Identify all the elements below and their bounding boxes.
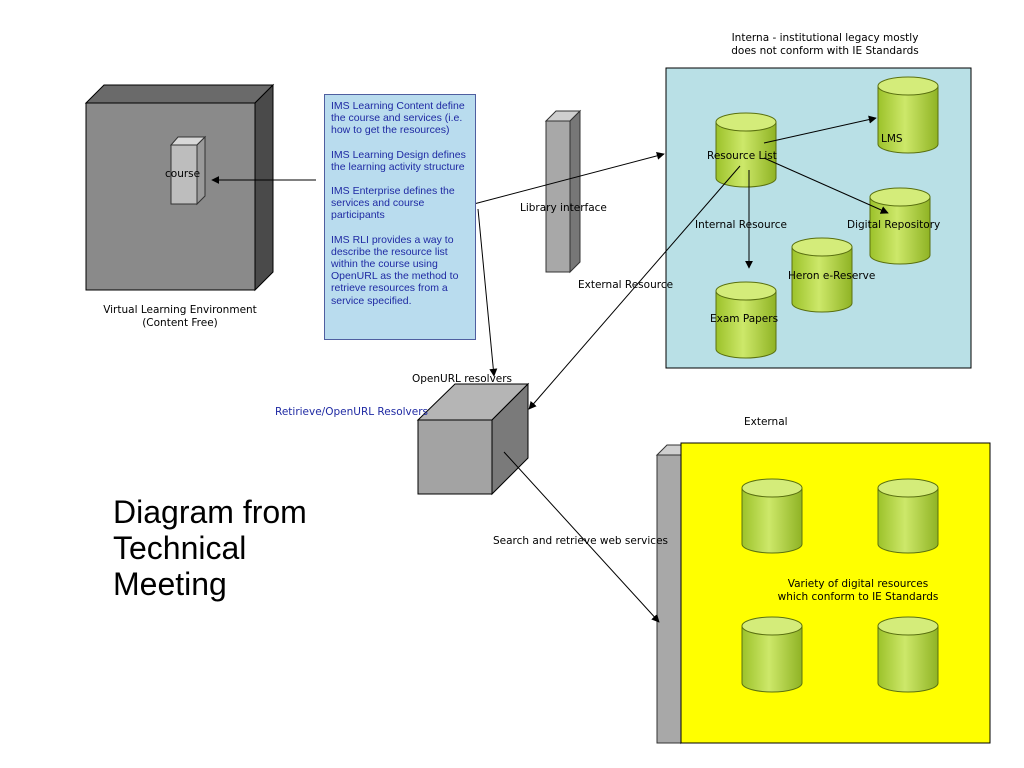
ims-notes-box: IMS Learning Content define the course a… [324,94,476,340]
exam-papers-cylinder [715,281,777,359]
internal-header: Interna - institutional legacy mostly do… [712,32,938,58]
external-description: Variety of digital resources which confo… [760,578,956,604]
vle-label-line1: Virtual Learning Environment [103,304,257,316]
arrow-resourcelist-to-lms [763,115,877,144]
internal-resource-label: Internal Resource [695,219,787,231]
digital-repository-label: Digital Repository [847,219,941,231]
digital-repository-cylinder [869,187,931,265]
internal-header-line1: Interna - institutional legacy mostly [731,32,919,44]
arrow-ims-to-openurl [477,208,498,377]
slide-title: Diagram from Technical Meeting [113,494,307,602]
ims-note-learning-content: IMS Learning Content define the course a… [331,100,465,137]
heron-cylinder [791,237,853,313]
resource-list-cylinder [715,112,777,188]
vle-label-line2: (Content Free) [142,317,218,329]
external-cylinder-3 [741,616,803,693]
vle-label: Virtual Learning Environment (Content Fr… [94,304,266,330]
openurl-resolver-cube [416,382,530,496]
resource-list-label: Resource List [707,150,777,162]
library-interface-pillar [544,109,582,274]
external-desc-line2: which conform to IE Standards [777,591,939,603]
ims-note-rli: IMS RLI provides a way to describe the r… [331,233,459,307]
lms-cylinder [877,76,939,154]
external-cylinder-4 [877,616,939,693]
arrow-openurl-to-external [503,451,660,623]
external-cylinder-2 [877,478,939,554]
external-resource-label: External Resource [578,279,674,291]
external-cylinder-1 [741,478,803,554]
exam-papers-label: Exam Papers [710,313,779,325]
external-desc-line1: Variety of digital resources [787,578,929,590]
search-services-label: Search and retrieve web services [493,535,669,547]
external-header: External [744,416,788,428]
retrieve-openurl-label: Retirieve/OpenURL Resolvers [275,406,428,418]
library-interface-label: Library interface [520,202,607,214]
openurl-resolvers-label: OpenURL resolvers [412,373,513,385]
lms-label: LMS [881,133,903,145]
arrow-resourcelist-to-repository [763,157,889,214]
arrow-ims-to-internal [469,151,665,206]
ims-note-enterprise: IMS Enterprise defines the services and … [331,185,455,222]
internal-header-line2: does not conform with IE Standards [731,45,919,57]
heron-label: Heron e-Reserve [788,270,876,282]
arrow-resourcelist-to-openurl [528,165,741,410]
course-box [169,135,207,206]
course-label: course [165,168,201,180]
ims-note-learning-design: IMS Learning Design defines the learning… [331,148,466,173]
